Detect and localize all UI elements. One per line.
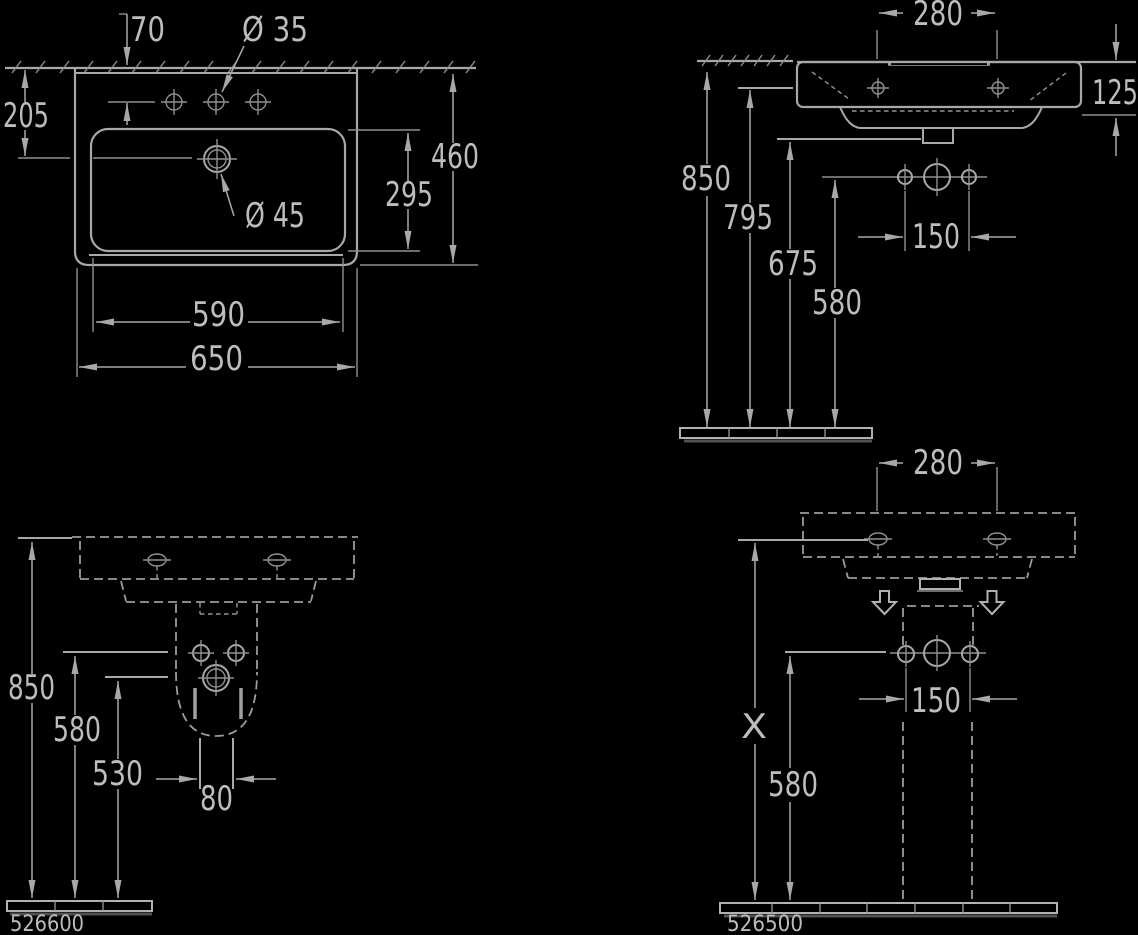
- dim-label-d45: Ø 45: [245, 196, 305, 236]
- dim-label-205: 205: [3, 96, 49, 136]
- rim-underside-hidden: [120, 580, 317, 615]
- dim-height-850: 850: [681, 72, 731, 427]
- dim-label-580: 580: [53, 710, 101, 750]
- dim-supply-spacing: 150: [859, 668, 1017, 721]
- drain-connection: [198, 660, 234, 696]
- dim-label-80: 80: [200, 779, 233, 819]
- fixing-holes: [867, 78, 1009, 98]
- article-number: 526500: [727, 912, 803, 935]
- dim-label-280: 280: [913, 443, 963, 483]
- wall-hatch: [11, 60, 476, 74]
- dim-pipe-width: 80: [156, 775, 276, 819]
- front-view-siphon: 850 580 530 80 526600: [6, 536, 358, 935]
- dim-tap-hole-diameter: Ø 35: [221, 10, 308, 93]
- dim-label-580: 580: [768, 765, 818, 805]
- dim-drain-diameter: Ø 45: [220, 173, 305, 236]
- dim-label-460: 460: [431, 137, 479, 177]
- front-view-pedestal: 280: [719, 443, 1078, 935]
- elevation-view: 150 280 125 850 795 675: [679, 0, 1138, 443]
- dim-label-70: 70: [130, 10, 165, 50]
- fixing-holes: [864, 532, 1011, 556]
- fixing-holes: [143, 553, 291, 578]
- dim-label-150: 150: [912, 217, 960, 257]
- dim-label-650: 650: [190, 339, 243, 379]
- article-number: 526600: [10, 912, 84, 935]
- drain-pipe: [199, 738, 234, 789]
- dim-label-295: 295: [385, 175, 433, 215]
- supply-connections: [897, 635, 979, 671]
- dim-label-590: 590: [192, 295, 245, 335]
- dim-label-x: X: [741, 707, 767, 747]
- floor-line: [679, 427, 873, 443]
- dim-height-675: 675: [768, 142, 818, 427]
- dim-label-530: 530: [92, 754, 143, 794]
- tap-holes: [108, 89, 271, 115]
- drain-hole: [18, 139, 237, 179]
- mount-arrow-right: [978, 590, 1006, 616]
- pedestal-hidden-outline: [902, 605, 979, 901]
- rim-underside-hidden: [842, 558, 1033, 592]
- dim-height-530: 530: [92, 681, 143, 898]
- dim-overall-depth: 460: [360, 74, 479, 266]
- siphon-hidden-outline: [175, 604, 258, 737]
- dim-tap-offset: 70: [119, 10, 165, 125]
- dim-fixing-spacing: 280: [876, 443, 998, 511]
- rim-level-hatch: [701, 54, 789, 67]
- basin-hidden-outline: [800, 512, 1078, 558]
- drain-stub: [919, 578, 961, 590]
- basin-outline: [73, 68, 359, 267]
- floor-line: [6, 900, 153, 916]
- bowl-hidden-left: [811, 71, 850, 100]
- dim-height-580: 580: [768, 656, 818, 900]
- dim-label-850: 850: [681, 159, 731, 199]
- basin-hidden-outline: [72, 536, 358, 580]
- dim-bowl-depth: 295: [348, 129, 433, 252]
- dim-fixing-spacing: 280: [876, 0, 998, 59]
- dim-height-580: 580: [812, 180, 862, 427]
- dim-overall-width: 650: [76, 268, 358, 379]
- dim-label-675: 675: [768, 244, 818, 284]
- dim-label-580: 580: [812, 283, 862, 323]
- dim-label-850: 850: [8, 668, 55, 708]
- supply-connections: [188, 640, 249, 666]
- dim-bowl-width: 590: [92, 258, 344, 335]
- dim-height-580: 580: [53, 656, 101, 898]
- dim-height-x: X: [741, 543, 767, 900]
- dim-label-280: 280: [913, 0, 963, 34]
- mount-arrow-left: [870, 590, 899, 616]
- bowl-underside: [839, 106, 1043, 129]
- basin-profile: [795, 60, 1083, 109]
- bowl-outline: [89, 127, 347, 253]
- dim-height-850: 850: [8, 542, 55, 898]
- floor-line: [719, 902, 1058, 918]
- drain-stub: [922, 128, 954, 144]
- dim-label-795: 795: [723, 198, 773, 238]
- dim-height-795: 795: [723, 90, 773, 427]
- dim-supply-spacing: 150: [858, 191, 1016, 257]
- dim-label-125: 125: [1092, 73, 1138, 113]
- plan-view: 70 Ø 35 205 460 295 Ø 45: [3, 10, 479, 379]
- dim-label-d35: Ø 35: [242, 10, 308, 50]
- dim-drain-offset: 205: [3, 70, 49, 156]
- dim-rim-height: 125: [1082, 24, 1138, 156]
- supply-connections: [897, 158, 977, 196]
- dim-label-150: 150: [911, 681, 961, 721]
- bowl-hidden-right: [1028, 72, 1067, 102]
